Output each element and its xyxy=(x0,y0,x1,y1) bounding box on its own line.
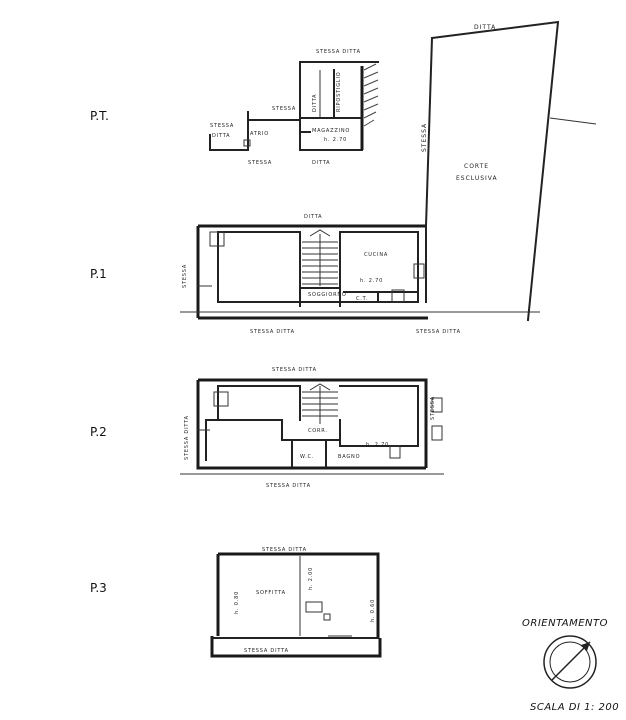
p1-cucina-label: CUCINA xyxy=(364,252,388,258)
pt-stessa-bottom: STESSA xyxy=(248,160,272,166)
pt-ditta-bottom: DITTA xyxy=(312,160,330,166)
floor-label-pt: P.T. xyxy=(90,109,109,123)
p2-height-label: h. 2.70 xyxy=(366,442,389,448)
p2-stessa-ditta-left: STESSA DITTA xyxy=(184,415,190,460)
p2-corr-label: CORR. xyxy=(308,428,328,434)
compass-icon xyxy=(543,635,597,689)
floor-label-p2: P.2 xyxy=(90,425,107,439)
p3-walls xyxy=(210,552,382,658)
pt-stessa-ditta-top: STESSA DITTA xyxy=(316,49,361,55)
esclusiva-label: ESCLUSIVA xyxy=(456,175,498,182)
ditta-top-right-label: DITTA xyxy=(474,24,496,31)
pt-ditta-left: DITTA xyxy=(212,133,230,139)
orientation-label: ORIENTAMENTO xyxy=(522,618,608,629)
scale-label: SCALA DI 1: 200 xyxy=(530,702,619,713)
p1-stessa-left: STESSA xyxy=(182,264,188,288)
pt-height-label: h. 2.70 xyxy=(324,137,347,143)
courtyard-outline xyxy=(424,20,597,322)
pt-walls xyxy=(209,61,379,151)
p2-bagno-label: BAGNO xyxy=(338,454,360,460)
p1-stairs xyxy=(302,229,338,286)
floor-label-p3: P.3 xyxy=(90,581,107,595)
pt-stessa-left: STESSA xyxy=(210,123,234,129)
p1-soggiorno-label: SOGGIORNO xyxy=(308,292,347,298)
pt-atrio-label: ATRIO xyxy=(250,131,269,137)
pt-magazzino-label: MAGAZZINO xyxy=(312,128,350,134)
p3-height-left: h. 0.80 xyxy=(234,591,240,614)
p2-stessa-ditta-bottom: STESSA DITTA xyxy=(266,483,311,489)
p1-ct-label: C.T. xyxy=(356,296,368,302)
floor-label-p1: P.1 xyxy=(90,267,107,281)
pt-ditta-vertical: DITTA xyxy=(312,94,318,112)
p2-walls xyxy=(180,378,444,475)
p1-walls xyxy=(180,224,540,320)
p2-stairs xyxy=(302,383,338,424)
p2-stessa-ditta-top: STESSA DITTA xyxy=(272,367,317,373)
p1-ditta-top: DITTA xyxy=(304,214,322,220)
corte-label: CORTE xyxy=(464,163,489,170)
p2-windows xyxy=(198,391,443,459)
stessa-right-vertical-label: STESSA xyxy=(421,123,428,152)
p3-soffitta-label: SOFFITTA xyxy=(256,590,286,596)
pt-stessa-mid: STESSA xyxy=(272,106,296,112)
p3-height-right: h. 0.60 xyxy=(370,599,376,622)
p1-height-label: h. 2.70 xyxy=(360,278,383,284)
p3-stessa-ditta-top: STESSA DITTA xyxy=(262,547,307,553)
p3-height-mid: h. 2.00 xyxy=(308,567,314,590)
p2-stessa-right: STESSA xyxy=(430,396,436,420)
p1-stessa-ditta-right: STESSA DITTA xyxy=(416,329,461,335)
p2-wc-label: W.C. xyxy=(300,454,314,460)
pt-stair-hatching xyxy=(363,63,379,127)
p3-stessa-ditta-bottom: STESSA DITTA xyxy=(244,648,289,654)
p1-stessa-ditta-bottom: STESSA DITTA xyxy=(250,329,295,335)
p1-windows xyxy=(198,231,425,303)
pt-ripostiglio-label: RIPOSTIGLIO xyxy=(336,72,342,112)
